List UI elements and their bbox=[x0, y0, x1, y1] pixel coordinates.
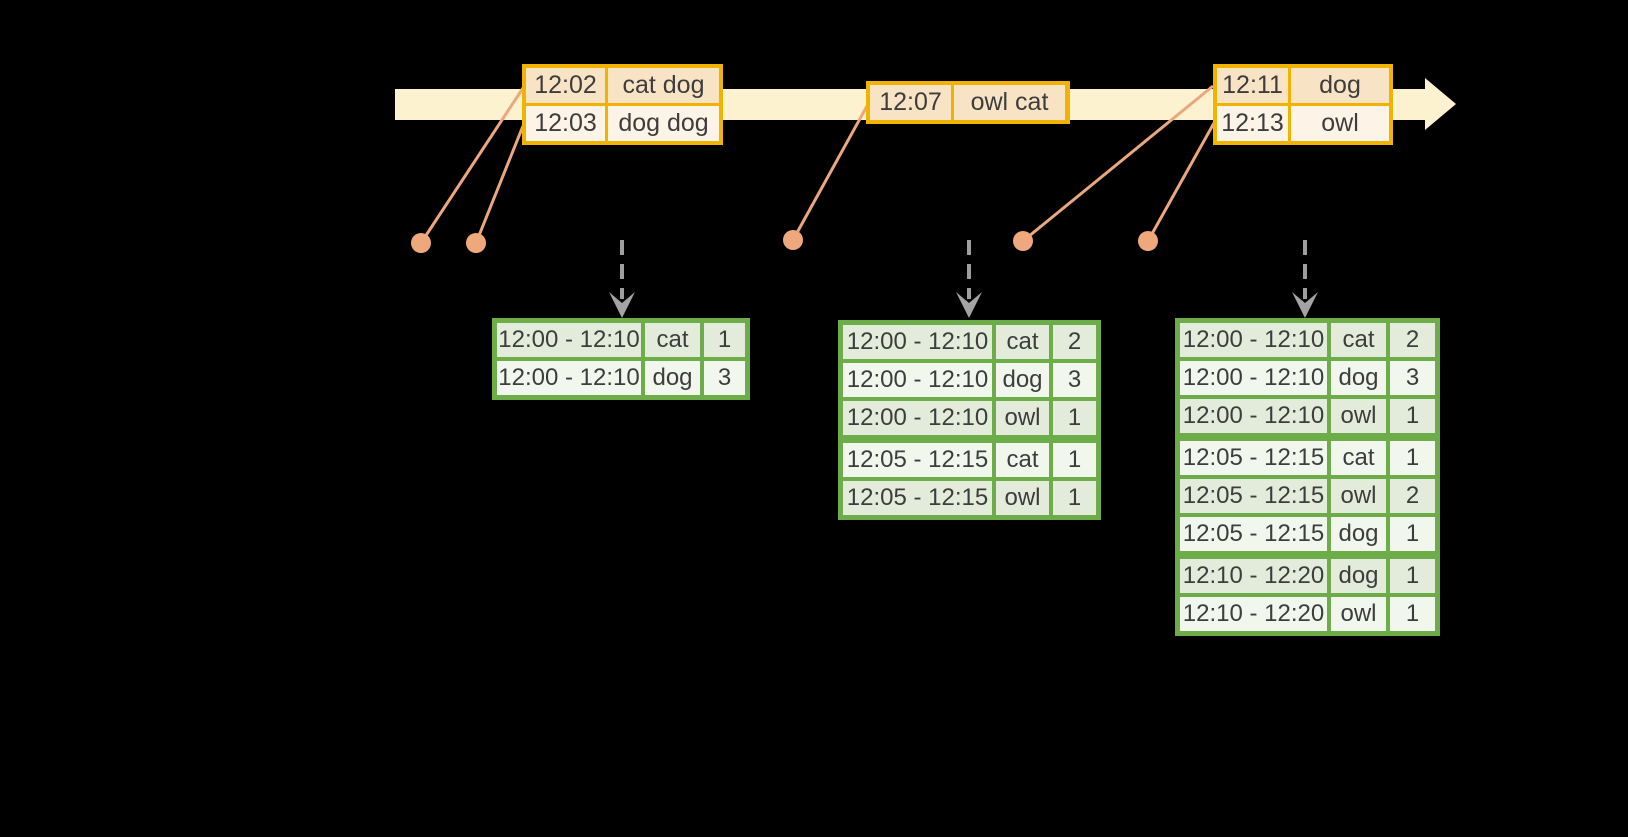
result-cell-word: owl bbox=[1331, 479, 1386, 513]
trigger-arrowhead-icon bbox=[609, 292, 635, 318]
result-cell-count: 3 bbox=[704, 361, 745, 395]
result-cell-count: 2 bbox=[1390, 479, 1435, 513]
result-cell-window: 12:00 - 12:10 bbox=[1180, 399, 1327, 433]
result-cell-count: 3 bbox=[1053, 363, 1096, 397]
event-connector-line bbox=[1022, 84, 1214, 243]
result-cell-word: owl bbox=[1331, 597, 1386, 631]
event-cell-time: 12:11 bbox=[1217, 68, 1288, 103]
event-connector-line bbox=[474, 125, 525, 244]
result-cell-word: cat bbox=[1331, 441, 1386, 475]
result-cell-count: 3 bbox=[1390, 361, 1435, 395]
event-dot-icon bbox=[1013, 231, 1033, 251]
result-cell-count: 1 bbox=[1390, 399, 1435, 433]
result-cell-count: 1 bbox=[1390, 597, 1435, 631]
event-cell-time: 12:03 bbox=[526, 106, 605, 141]
result-cell-count: 1 bbox=[1053, 401, 1096, 435]
event-cell-words: dog bbox=[1291, 68, 1389, 103]
result-cell-window: 12:00 - 12:10 bbox=[1180, 361, 1327, 395]
event-connector-line bbox=[791, 105, 869, 241]
result-cell-word: dog bbox=[1331, 361, 1386, 395]
result-cell-word: cat bbox=[1331, 323, 1386, 357]
result-cell-window: 12:05 - 12:15 bbox=[843, 443, 992, 477]
result-cell-window: 12:00 - 12:10 bbox=[497, 323, 641, 357]
trigger-arrowhead-icon bbox=[956, 292, 982, 318]
result-cell-window: 12:00 - 12:10 bbox=[1180, 323, 1327, 357]
result-cell-count: 2 bbox=[1390, 323, 1435, 357]
event-dot-icon bbox=[466, 233, 486, 253]
result-cell-window: 12:05 - 12:15 bbox=[1180, 441, 1327, 475]
result-cell-count: 1 bbox=[1390, 517, 1435, 551]
result-cell-word: owl bbox=[1331, 399, 1386, 433]
event-connector-line bbox=[419, 87, 525, 244]
event-cell-words: owl bbox=[1291, 106, 1389, 141]
result-cell-word: cat bbox=[996, 325, 1049, 359]
result-cell-window: 12:00 - 12:10 bbox=[497, 361, 641, 395]
result-cell-window: 12:10 - 12:20 bbox=[1180, 559, 1327, 593]
result-cell-window: 12:05 - 12:15 bbox=[843, 481, 992, 515]
trigger-arrowhead-icon bbox=[1292, 292, 1318, 318]
event-cell-time: 12:02 bbox=[526, 68, 605, 103]
result-cell-count: 1 bbox=[1053, 443, 1096, 477]
result-cell-word: dog bbox=[996, 363, 1049, 397]
event-connector-line bbox=[1146, 122, 1216, 242]
result-cell-word: dog bbox=[1331, 517, 1386, 551]
result-cell-window: 12:00 - 12:10 bbox=[843, 401, 992, 435]
result-cell-word: owl bbox=[996, 401, 1049, 435]
result-cell-word: owl bbox=[996, 481, 1049, 515]
event-dot-icon bbox=[411, 233, 431, 253]
result-cell-count: 1 bbox=[1390, 441, 1435, 475]
timeline-arrowhead-icon bbox=[1425, 78, 1456, 130]
result-cell-window: 12:05 - 12:15 bbox=[1180, 479, 1327, 513]
result-cell-window: 12:05 - 12:15 bbox=[1180, 517, 1327, 551]
result-cell-window: 12:10 - 12:20 bbox=[1180, 597, 1327, 631]
result-cell-window: 12:00 - 12:10 bbox=[843, 325, 992, 359]
event-cell-words: dog dog bbox=[608, 106, 719, 141]
event-cell-words: owl cat bbox=[954, 85, 1065, 120]
result-cell-word: cat bbox=[645, 323, 700, 357]
result-cell-window: 12:00 - 12:10 bbox=[843, 363, 992, 397]
event-cell-time: 12:07 bbox=[870, 85, 951, 120]
result-cell-count: 1 bbox=[704, 323, 745, 357]
result-cell-word: cat bbox=[996, 443, 1049, 477]
event-cell-time: 12:13 bbox=[1217, 106, 1288, 141]
result-cell-word: dog bbox=[1331, 559, 1386, 593]
event-dot-icon bbox=[783, 230, 803, 250]
event-dot-icon bbox=[1138, 231, 1158, 251]
event-cell-words: cat dog bbox=[608, 68, 719, 103]
result-cell-word: dog bbox=[645, 361, 700, 395]
result-cell-count: 1 bbox=[1390, 559, 1435, 593]
result-cell-count: 2 bbox=[1053, 325, 1096, 359]
result-cell-count: 1 bbox=[1053, 481, 1096, 515]
